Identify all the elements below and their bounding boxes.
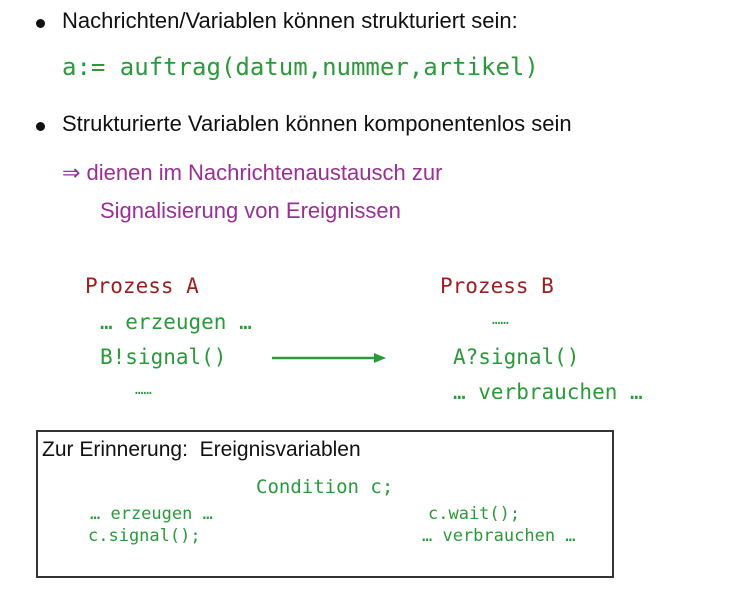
code-example: a:= auftrag(datum,nummer,artikel) [62,53,539,81]
implication-line: ⇒ dienen im Nachrichtenaustausch zur [62,160,443,185]
reminder-left-line: c.signal(); [88,526,201,546]
reminder-right-line: … verbrauchen … [422,526,576,546]
bullet-icon [36,19,45,28]
reminder-left-line: … erzeugen … [90,504,213,524]
process-a-title: Prozess A [85,274,199,298]
process-b-line: …… [492,312,509,328]
bullet-text: Strukturierte Variablen können komponent… [62,111,572,136]
implication-line: Signalisierung von Ereignissen [100,198,401,223]
reminder-box: Zur Erinnerung: Ereignisvariablen Condit… [36,430,614,578]
process-a-line: … erzeugen … [100,310,252,334]
process-a-line: …… [135,382,152,398]
reminder-right-line: c.wait(); [428,504,521,524]
bullet-icon [36,122,45,131]
arrow-icon [272,353,386,363]
process-b-line: A?signal() [453,345,580,369]
process-b-title: Prozess B [440,274,554,298]
reminder-declaration: Condition c; [256,476,394,498]
bullet-text: Nachrichten/Variablen können strukturier… [62,8,518,33]
process-b-line: … verbrauchen … [453,380,643,404]
reminder-title: Zur Erinnerung: Ereignisvariablen [42,438,361,461]
process-a-line: B!signal() [100,345,227,369]
